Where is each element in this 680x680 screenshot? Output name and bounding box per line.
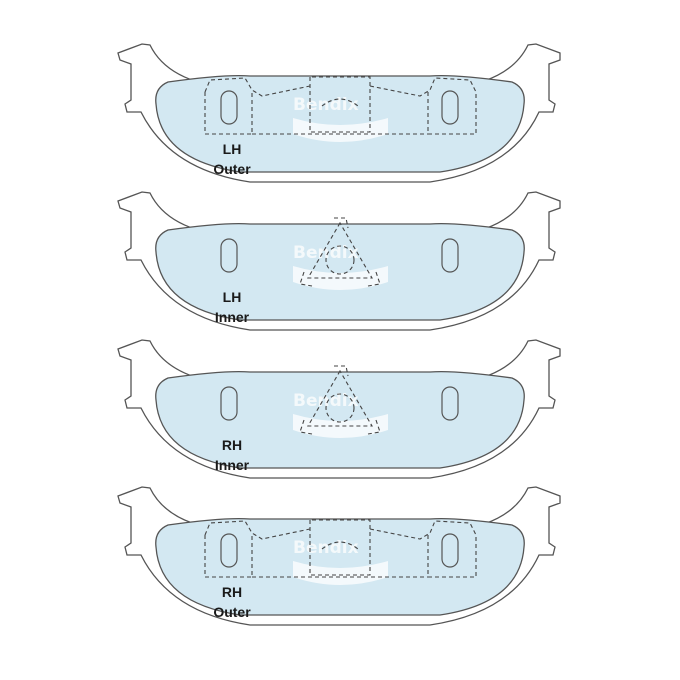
watermark-text: Bendix xyxy=(293,538,359,558)
friction-material xyxy=(155,370,525,469)
pad-position-label: Outer xyxy=(213,604,251,620)
pad-position-label: Inner xyxy=(215,457,250,473)
pad-side-label: RH xyxy=(222,437,242,453)
friction-material xyxy=(155,222,525,321)
watermark-text: Bendix xyxy=(293,391,359,411)
pad-position-label: Inner xyxy=(215,309,250,325)
pad-side-label: LH xyxy=(223,289,242,305)
pads-layer: BendixLHOuterBendixLHInnerBendixRHInnerB… xyxy=(117,43,561,626)
pad-side-label: RH xyxy=(222,584,242,600)
pad-position-label: Outer xyxy=(213,161,251,177)
pad-side-label: LH xyxy=(223,141,242,157)
friction-material xyxy=(155,517,525,616)
friction-material xyxy=(155,74,525,173)
watermark-text: Bendix xyxy=(293,243,359,263)
watermark-text: Bendix xyxy=(293,95,359,115)
